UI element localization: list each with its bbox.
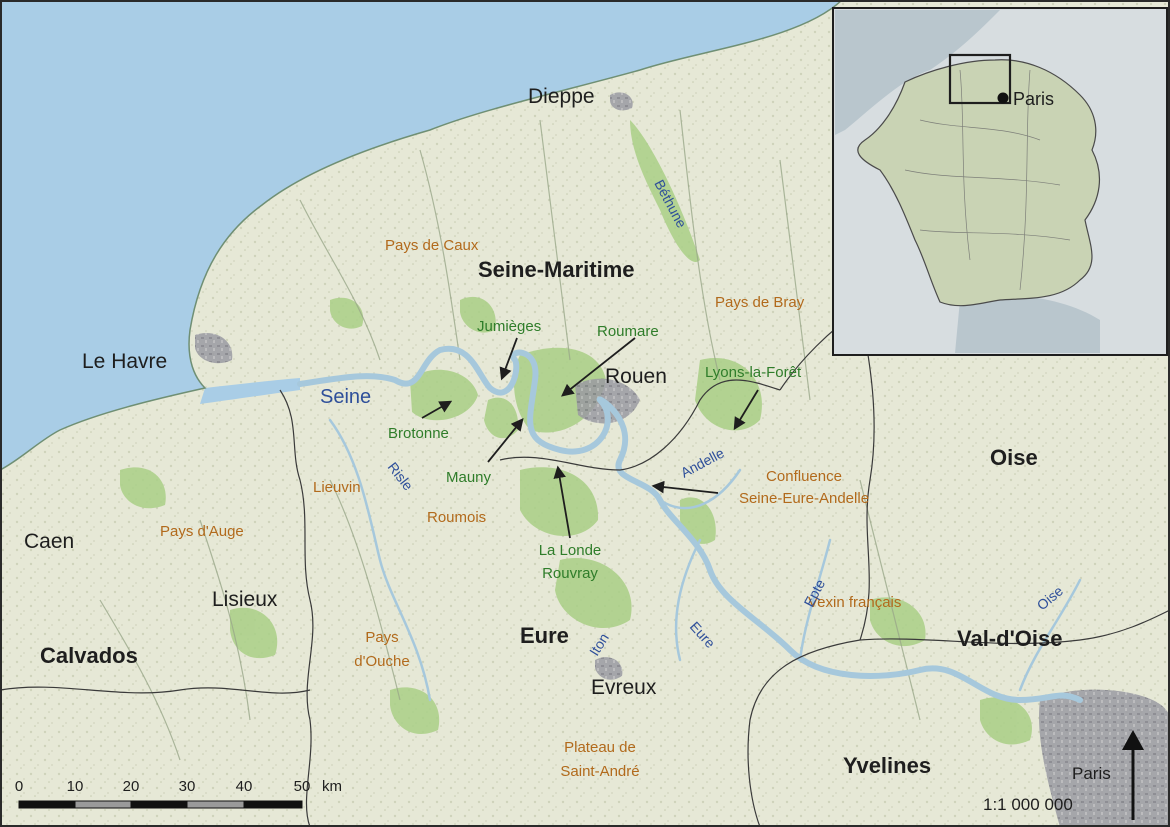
department-borders [0, 309, 1170, 827]
region-labels: Pays de Caux Pays de Bray Lieuvin Pays d… [160, 237, 901, 780]
arrow-mauny [487, 418, 524, 463]
label-jumieges: Jumièges [477, 318, 541, 335]
tributaries [328, 418, 1082, 702]
label-seine: Seine [320, 386, 371, 408]
label-val-d-oise: Val-d'Oise [957, 626, 1063, 651]
seine-river [297, 345, 1083, 704]
label-yvelines: Yvelines [843, 753, 931, 778]
label-pays-de-caux: Pays de Caux [385, 237, 479, 254]
inset-paris-label: Paris [1013, 89, 1054, 109]
scale-bar: 0 10 20 30 40 50 km [15, 778, 342, 809]
scale-segment-4 [186, 800, 245, 809]
scale-tick-30: 30 [179, 778, 196, 795]
label-pays-de-bray: Pays de Bray [715, 294, 805, 311]
scale-unit: km [322, 778, 342, 795]
scale-ratio-label: 1:1 000 000 [983, 795, 1073, 814]
label-evreux: Evreux [591, 676, 657, 699]
inset-sea [835, 10, 1000, 135]
coastline [0, 0, 843, 471]
label-pays-d-ouche-line2: d'Ouche [354, 653, 409, 670]
north-arrow-head [1122, 730, 1144, 750]
arrow-lyons [733, 389, 759, 431]
label-la-londe-line2: Rouvray [542, 565, 598, 582]
inset-map: Paris [832, 7, 1168, 356]
scale-tick-50: 50 [294, 778, 311, 795]
label-vexin-francais: Vexin français [808, 594, 901, 611]
label-brotonne: Brotonne [388, 425, 449, 442]
sea-english-channel [0, 0, 842, 470]
city-labels: Dieppe Le Havre Rouen Caen Lisieux Evreu… [24, 85, 667, 699]
label-eure: Eure [520, 623, 569, 648]
label-le-havre: Le Havre [82, 350, 167, 373]
forest-labels: Jumièges Roumare Brotonne Mauny Lyons-la… [388, 318, 802, 582]
label-confluence-line2: Seine-Eure-Andelle [739, 490, 869, 507]
label-lisieux: Lisieux [212, 588, 278, 611]
label-calvados: Calvados [40, 643, 138, 668]
scale-tick-10: 10 [67, 778, 84, 795]
scale-segment-2 [74, 800, 132, 809]
inset-mediterranean [955, 295, 1100, 353]
scale-tick-20: 20 [123, 778, 140, 795]
arrow-roumare [561, 337, 636, 397]
department-labels: Seine-Maritime Eure Calvados Oise Val-d'… [40, 257, 1063, 778]
label-roumois: Roumois [427, 509, 486, 526]
river-valleys [99, 109, 921, 761]
label-pays-d-ouche-line1: Pays [365, 629, 398, 646]
label-plateau-line2: Saint-André [560, 763, 639, 780]
label-seine-maritime: Seine-Maritime [478, 257, 635, 282]
arrow-jumieges [499, 337, 518, 381]
seine-estuary [200, 378, 300, 404]
label-plateau-line1: Plateau de [564, 739, 636, 756]
label-lieuvin: Lieuvin [313, 479, 361, 496]
inset-study-area-box [948, 53, 1012, 105]
inset-paris-dot [997, 92, 1009, 104]
corner-paris-label: Paris [1072, 764, 1111, 783]
label-confluence-line1: Confluence [766, 468, 842, 485]
label-rouen: Rouen [605, 365, 667, 388]
label-dieppe: Dieppe [528, 85, 595, 108]
scale-tick-40: 40 [236, 778, 253, 795]
scale-segment-1 [18, 800, 76, 809]
inset-admin-lines [904, 69, 1071, 291]
arrow-confluence [651, 480, 719, 494]
label-lyons-la-foret: Lyons-la-Forêt [705, 364, 802, 381]
scale-segment-5 [243, 800, 303, 809]
label-la-londe-line1: La Londe [539, 542, 602, 559]
label-pays-d-auge: Pays d'Auge [160, 523, 244, 540]
label-caen: Caen [24, 530, 74, 553]
inset-france-shape [857, 59, 1100, 307]
label-oise: Oise [990, 445, 1038, 470]
leader-arrows [421, 337, 759, 539]
label-roumare: Roumare [597, 323, 659, 340]
label-mauny: Mauny [446, 469, 492, 486]
arrow-la-londe [553, 465, 571, 539]
scale-tick-0: 0 [15, 778, 23, 795]
scale-segment-3 [130, 800, 188, 809]
arrow-brotonne [421, 400, 453, 419]
north-arrow-block: Paris 1:1 000 000 [983, 730, 1144, 820]
